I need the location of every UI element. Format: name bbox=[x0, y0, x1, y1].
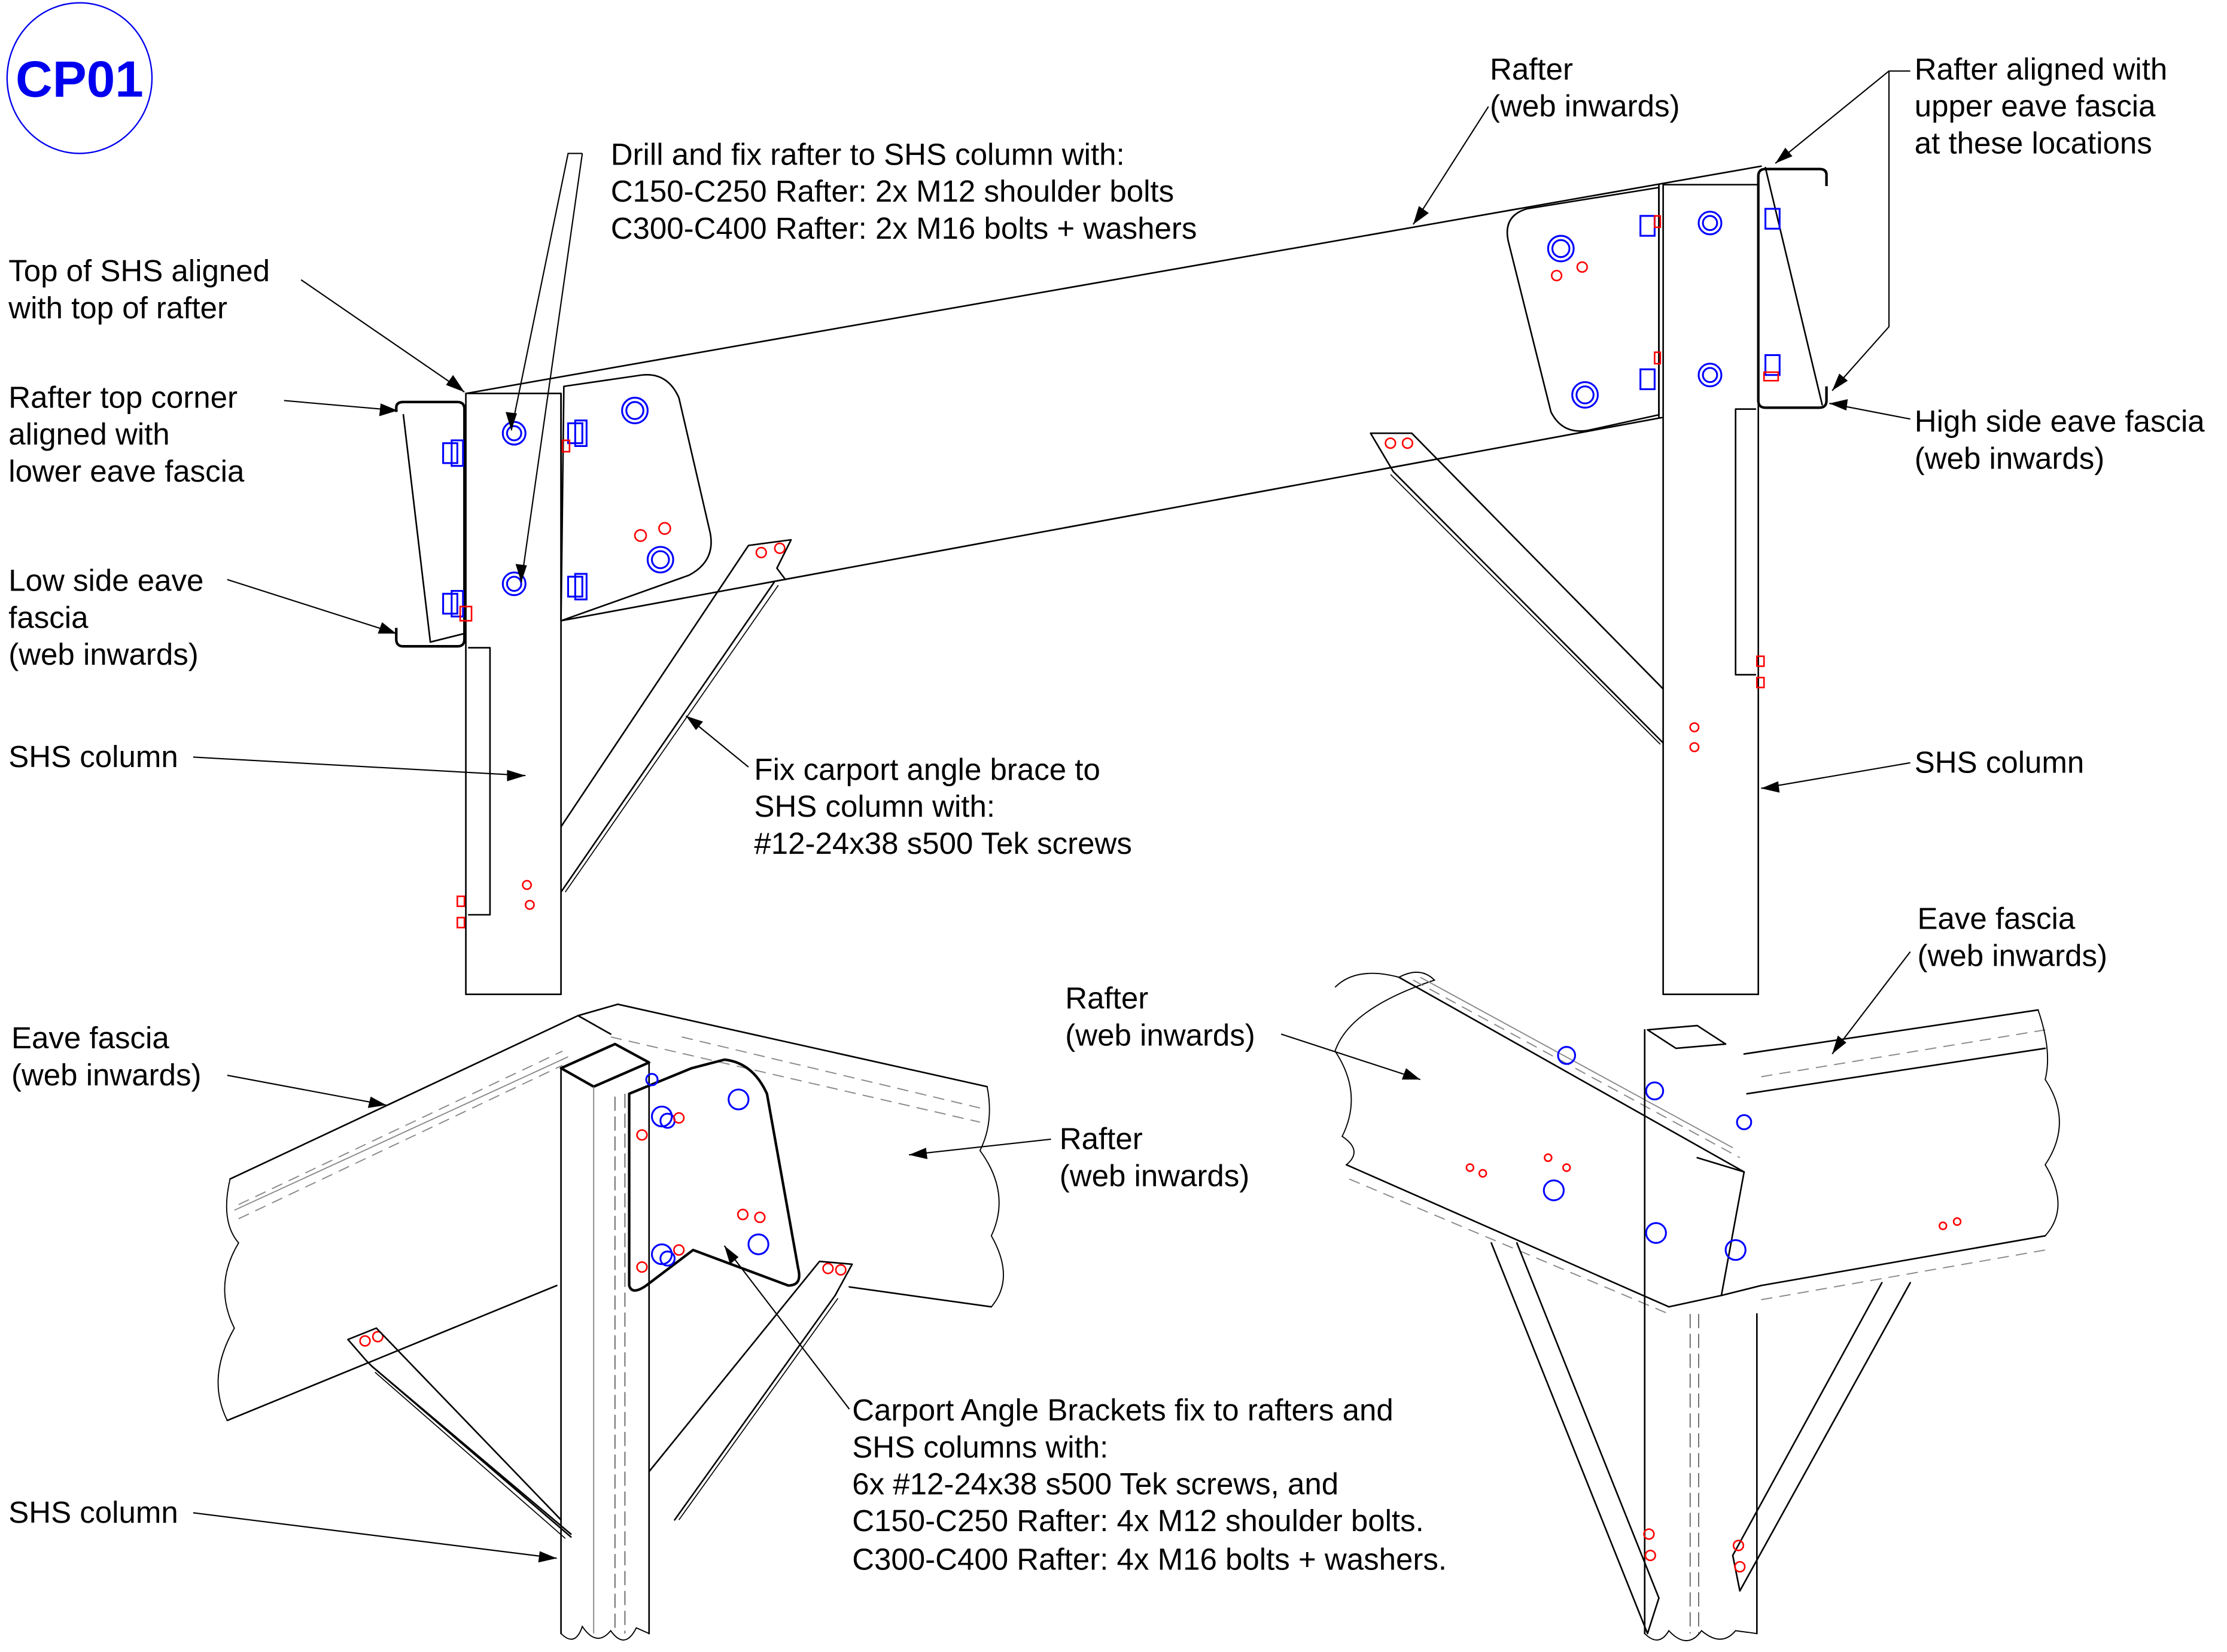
label-shs-column-left: SHS column bbox=[8, 740, 178, 774]
label-iso-left-eave-fascia: Eave fascia (web inwards) bbox=[11, 1021, 202, 1092]
labels: Drill and fix rafter to SHS column with:… bbox=[8, 52, 2213, 1576]
iso-left-angle-bracket bbox=[628, 1058, 801, 1292]
iso-right-bolts bbox=[1543, 1046, 1753, 1261]
elevation-view bbox=[193, 70, 1910, 996]
label-iso-right-eave-fascia: Eave fascia (web inwards) bbox=[1918, 902, 2108, 973]
iso-right-leaders bbox=[1280, 951, 1911, 1081]
label-iso-left-rafter: Rafter (web inwards) bbox=[1060, 1122, 1250, 1193]
label-fix-brace: Fix carport angle brace to SHS column wi… bbox=[754, 752, 1131, 860]
iso-left-shs-column bbox=[559, 1042, 650, 1641]
right-bolts bbox=[1547, 208, 1781, 409]
badge-circle bbox=[6, 2, 153, 154]
label-rafter-aligned-upper: Rafter aligned with upper eave fascia at… bbox=[1915, 52, 2176, 160]
iso-left-bolts bbox=[645, 1073, 769, 1267]
label-shs-column-right: SHS column bbox=[1915, 745, 2085, 779]
isometric-right-view bbox=[1280, 951, 2060, 1641]
iso-left-leaders bbox=[193, 1075, 1051, 1563]
iso-left-rafter bbox=[577, 1003, 1004, 1308]
elevation-leaders bbox=[193, 70, 1910, 793]
left-angle-brace bbox=[560, 539, 792, 893]
label-top-of-shs: Top of SHS aligned with top of rafter bbox=[8, 254, 278, 325]
label-iso-right-rafter: Rafter (web inwards) bbox=[1065, 981, 1255, 1052]
badge-id: CP01 bbox=[16, 51, 144, 108]
iso-right-shs-column bbox=[1644, 1024, 1758, 1641]
label-rafter-top-corner: Rafter top corner aligned with lower eav… bbox=[8, 380, 246, 488]
label-low-side-fascia: Low side eave fascia (web inwards) bbox=[8, 564, 212, 671]
iso-left-screws bbox=[359, 1112, 847, 1347]
label-high-side-fascia: High side eave fascia (web inwards) bbox=[1915, 404, 2213, 476]
right-screws bbox=[1550, 215, 1779, 753]
left-screws bbox=[457, 439, 671, 929]
low-side-eave-fascia bbox=[395, 400, 466, 648]
detail-badge: CP01 bbox=[6, 2, 153, 154]
iso-right-rafter bbox=[1334, 971, 1762, 1315]
isometric-left-view bbox=[193, 1003, 1051, 1641]
iso-right-screws bbox=[1465, 1153, 1962, 1231]
label-drill-fix: Drill and fix rafter to SHS column with:… bbox=[611, 137, 1197, 245]
iso-left-eave-fascia bbox=[217, 1015, 579, 1422]
rafter-elevation bbox=[465, 165, 1762, 622]
high-side-eave-fascia bbox=[1757, 168, 1828, 409]
label-iso-left-shs-column: SHS column bbox=[8, 1495, 178, 1529]
left-shs-column bbox=[465, 393, 562, 996]
iso-right-braces bbox=[1490, 1242, 1911, 1635]
right-angle-brace bbox=[1370, 432, 1664, 745]
right-angle-bracket bbox=[1506, 187, 1660, 432]
label-iso-left-brackets: Carport Angle Brackets fix to rafters an… bbox=[852, 1393, 1447, 1576]
left-bolts bbox=[442, 397, 674, 617]
left-angle-bracket bbox=[560, 373, 712, 622]
right-shs-column bbox=[1658, 184, 1759, 996]
label-rafter-top: Rafter (web inwards) bbox=[1490, 52, 1680, 123]
iso-right-eave-fascia bbox=[1743, 1009, 2060, 1301]
iso-left-braces bbox=[347, 1260, 853, 1539]
